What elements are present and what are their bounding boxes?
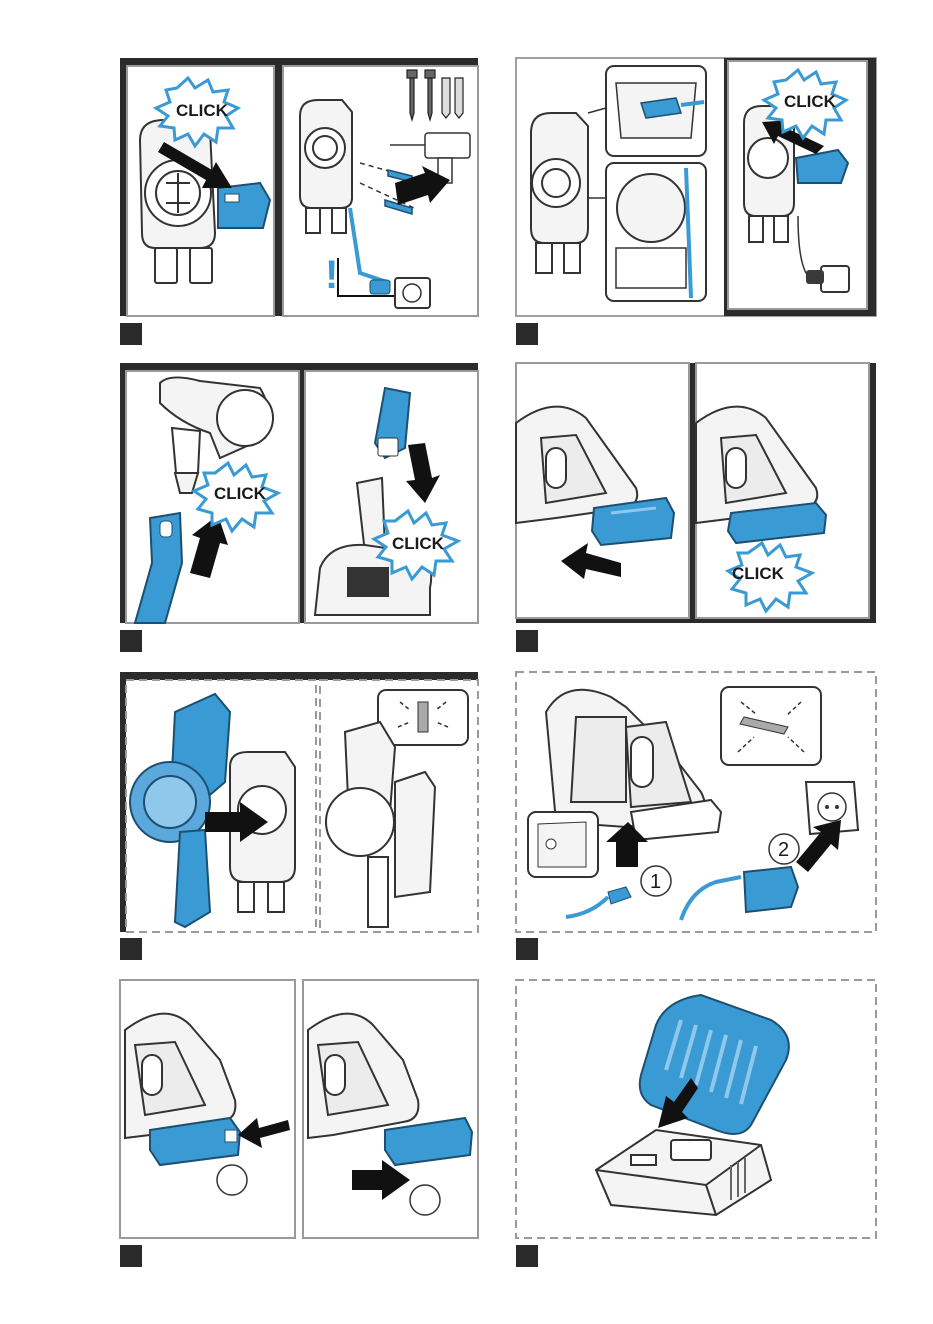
warning-mark: ! xyxy=(325,253,338,297)
wall-mount-illustration: CLICK ! xyxy=(120,58,478,316)
attach-tube-illustration: CLICK CLICK xyxy=(120,363,478,623)
step-marker xyxy=(120,938,142,960)
charge-cable-illustration: 1 2 xyxy=(516,672,876,932)
step-panel-remove-battery xyxy=(120,980,480,1238)
insert-battery-illustration: CLICK xyxy=(516,363,876,623)
step-one-label: 1 xyxy=(650,871,661,893)
step-circle-marker xyxy=(217,1165,247,1195)
external-charger-illustration xyxy=(516,980,876,1238)
zoom-detail-top xyxy=(606,66,706,156)
step-panel-charger-cable: CLICK xyxy=(516,58,876,316)
step-circle-marker xyxy=(410,1185,440,1215)
battery-clip-icon xyxy=(218,183,270,228)
step-marker xyxy=(120,630,142,652)
step-panel-attach-tube: CLICK CLICK xyxy=(120,363,478,623)
click-label: CLICK xyxy=(732,564,785,583)
dock-device-illustration xyxy=(120,672,478,932)
step-panel-charge-cable: 1 2 xyxy=(516,672,876,932)
charging-socket-detail xyxy=(528,812,598,877)
step-two-label: 2 xyxy=(778,839,789,861)
step-marker xyxy=(516,1245,538,1267)
status-led-callout xyxy=(378,690,468,745)
click-label: CLICK xyxy=(392,534,445,553)
click-label: CLICK xyxy=(176,101,229,120)
step-marker xyxy=(516,938,538,960)
click-label: CLICK xyxy=(214,484,267,503)
step-panel-wall-mount: CLICK ! xyxy=(120,58,478,316)
step-marker xyxy=(516,630,538,652)
charger-cable-illustration: CLICK xyxy=(516,58,876,316)
step-panel-external-charger xyxy=(516,980,876,1238)
step-marker xyxy=(120,1245,142,1267)
step-panel-insert-battery: CLICK xyxy=(516,363,876,623)
click-label: CLICK xyxy=(784,92,837,111)
zoom-detail-bottom xyxy=(606,163,706,301)
step-marker xyxy=(120,323,142,345)
step-panel-dock-device xyxy=(120,672,478,932)
remove-battery-illustration xyxy=(120,980,480,1238)
step-marker xyxy=(516,323,538,345)
status-led-callout xyxy=(721,687,821,765)
